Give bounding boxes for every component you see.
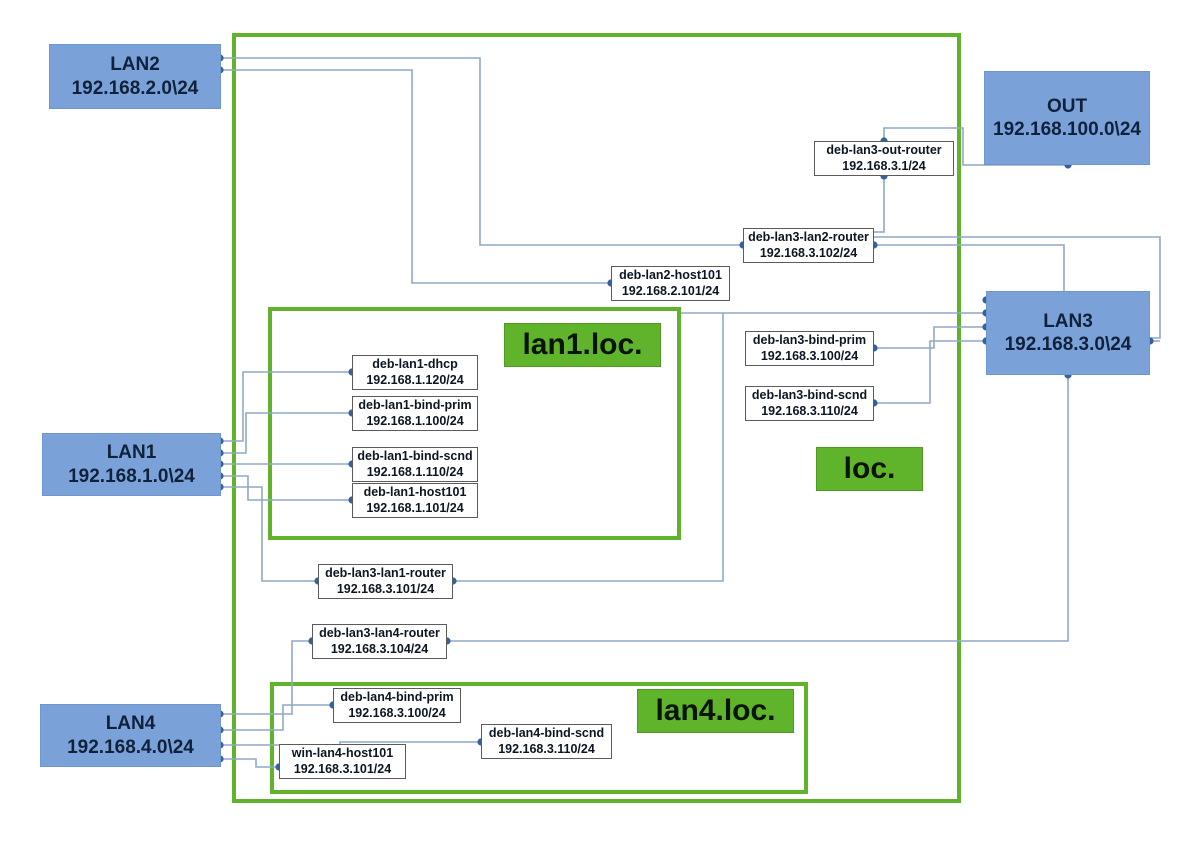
- node-deb-lan4-bind-prim[interactable]: deb-lan4-bind-prim 192.168.3.100/24: [333, 688, 461, 723]
- node-deb-lan4-bind-scnd[interactable]: deb-lan4-bind-scnd 192.168.3.110/24: [481, 724, 612, 759]
- node-hostname: deb-lan1-bind-scnd: [357, 448, 473, 463]
- node-hostname: deb-lan3-bind-prim: [752, 332, 867, 347]
- lan-cidr: 192.168.3.0\24: [1004, 334, 1132, 355]
- lan-cidr: 192.168.2.0\24: [71, 77, 199, 99]
- lan-box-lan4[interactable]: LAN4 192.168.4.0\24: [40, 704, 221, 767]
- node-ip: 192.168.3.100/24: [760, 348, 859, 363]
- node-deb-lan1-bind-prim[interactable]: deb-lan1-bind-prim 192.168.1.100/24: [352, 396, 478, 431]
- node-hostname: deb-lan3-lan4-router: [319, 625, 440, 640]
- lan-box-out[interactable]: OUT 192.168.100.0\24: [984, 71, 1150, 165]
- node-hostname: deb-lan1-bind-prim: [358, 397, 472, 412]
- lan-box-lan2[interactable]: LAN2 192.168.2.0\24: [49, 44, 221, 109]
- node-deb-lan3-lan4-router[interactable]: deb-lan3-lan4-router 192.168.3.104/24: [312, 624, 447, 659]
- node-deb-lan3-out-router[interactable]: deb-lan3-out-router 192.168.3.1/24: [814, 141, 954, 176]
- lan-cidr: 192.168.1.0\24: [68, 465, 195, 487]
- node-deb-lan3-lan1-router[interactable]: deb-lan3-lan1-router 192.168.3.101/24: [318, 564, 453, 599]
- node-ip: 192.168.3.100/24: [348, 705, 446, 720]
- lan-cidr: 192.168.4.0\24: [67, 736, 194, 758]
- node-hostname: deb-lan3-lan2-router: [748, 229, 869, 244]
- lan-box-lan3[interactable]: LAN3 192.168.3.0\24: [986, 291, 1150, 375]
- lan-name: LAN2: [110, 54, 160, 76]
- node-hostname: deb-lan1-dhcp: [372, 356, 458, 371]
- node-hostname: deb-lan4-bind-scnd: [488, 725, 605, 740]
- node-ip: 192.168.3.1/24: [842, 158, 926, 173]
- node-hostname: deb-lan3-lan1-router: [325, 565, 446, 580]
- node-ip: 192.168.3.101/24: [336, 581, 435, 596]
- node-hostname: deb-lan3-out-router: [826, 142, 942, 157]
- zone-tag-lan4-loc: lan4.loc.: [637, 689, 794, 733]
- node-deb-lan3-lan2-router[interactable]: deb-lan3-lan2-router 192.168.3.102/24: [743, 228, 874, 263]
- node-ip: 192.168.1.101/24: [366, 500, 464, 515]
- node-ip: 192.168.1.110/24: [366, 464, 464, 479]
- node-ip: 192.168.3.104/24: [330, 641, 429, 656]
- lan-name: OUT: [1046, 95, 1088, 117]
- zone-tag-lan1-loc: lan1.loc.: [504, 323, 661, 367]
- node-ip: 192.168.2.101/24: [621, 283, 720, 298]
- node-ip: 192.168.3.101/24: [293, 761, 392, 776]
- node-ip: 192.168.3.110/24: [761, 403, 858, 418]
- node-deb-lan3-bind-prim[interactable]: deb-lan3-bind-prim 192.168.3.100/24: [745, 331, 874, 366]
- node-deb-lan2-host101[interactable]: deb-lan2-host101 192.168.2.101/24: [611, 266, 730, 301]
- node-hostname: win-lan4-host101: [291, 745, 394, 760]
- node-deb-lan3-bind-scnd[interactable]: deb-lan3-bind-scnd 192.168.3.110/24: [745, 386, 874, 421]
- node-hostname: deb-lan1-host101: [363, 484, 467, 499]
- lan-box-lan1[interactable]: LAN1 192.168.1.0\24: [42, 433, 221, 496]
- lan4-zone: [270, 682, 808, 794]
- node-ip: 192.168.1.120/24: [366, 372, 464, 387]
- node-ip: 192.168.3.110/24: [498, 741, 595, 756]
- node-hostname: deb-lan4-bind-prim: [340, 689, 454, 704]
- node-win-lan4-host101[interactable]: win-lan4-host101 192.168.3.101/24: [279, 744, 406, 779]
- lan-cidr: 192.168.100.0\24: [993, 119, 1141, 140]
- node-deb-lan1-bind-scnd[interactable]: deb-lan1-bind-scnd 192.168.1.110/24: [352, 447, 478, 482]
- lan-name: LAN1: [106, 442, 157, 464]
- lan-name: LAN4: [105, 713, 156, 735]
- node-hostname: deb-lan3-bind-scnd: [751, 387, 868, 402]
- zone-tag-loc: loc.: [816, 447, 923, 491]
- lan-name: LAN3: [1043, 310, 1093, 332]
- node-ip: 192.168.3.102/24: [759, 245, 858, 260]
- node-ip: 192.168.1.100/24: [366, 413, 464, 428]
- node-deb-lan1-dhcp[interactable]: deb-lan1-dhcp 192.168.1.120/24: [352, 355, 478, 390]
- node-hostname: deb-lan2-host101: [619, 267, 722, 282]
- node-deb-lan1-host101[interactable]: deb-lan1-host101 192.168.1.101/24: [352, 483, 478, 518]
